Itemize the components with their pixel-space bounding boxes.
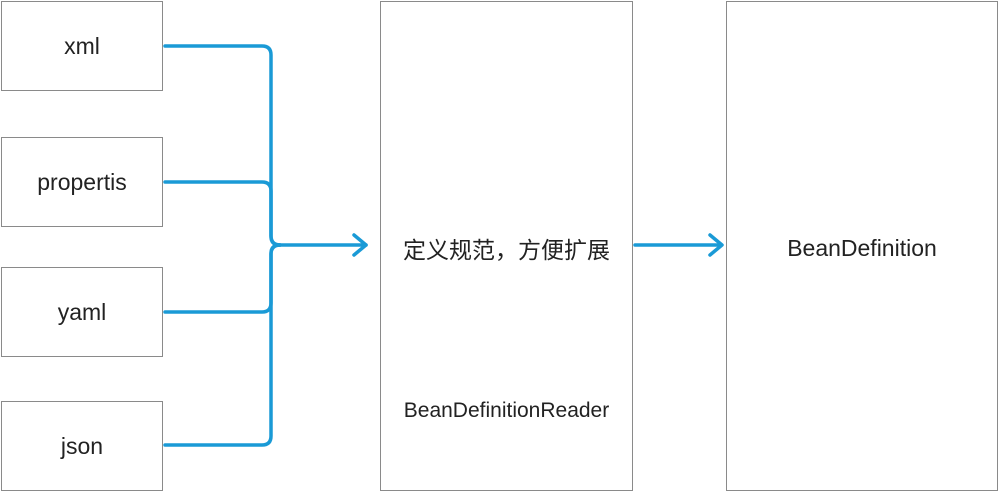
arrowhead-to-reader	[352, 233, 368, 257]
source-box-propertis: propertis	[1, 137, 163, 227]
connector-json	[163, 243, 282, 447]
reader-name: BeanDefinitionReader	[403, 399, 610, 422]
definition-label: BeanDefinition	[787, 235, 937, 261]
source-label: propertis	[37, 168, 127, 195]
source-box-yaml: yaml	[1, 267, 163, 357]
connector-propertis	[163, 180, 282, 247]
source-label: xml	[64, 32, 100, 59]
source-label: yaml	[57, 298, 107, 325]
reader-box: 定义规范，方便扩展 BeanDefinitionReader	[380, 1, 633, 491]
reader-description: 定义规范，方便扩展	[403, 237, 610, 263]
source-box-xml: xml	[1, 1, 163, 91]
arrowhead-to-definition	[708, 233, 724, 257]
source-label: json	[60, 432, 104, 459]
connector-xml	[163, 44, 368, 247]
source-box-json: json	[1, 401, 163, 491]
connector-yaml	[163, 243, 282, 314]
definition-box: BeanDefinition	[726, 1, 998, 491]
